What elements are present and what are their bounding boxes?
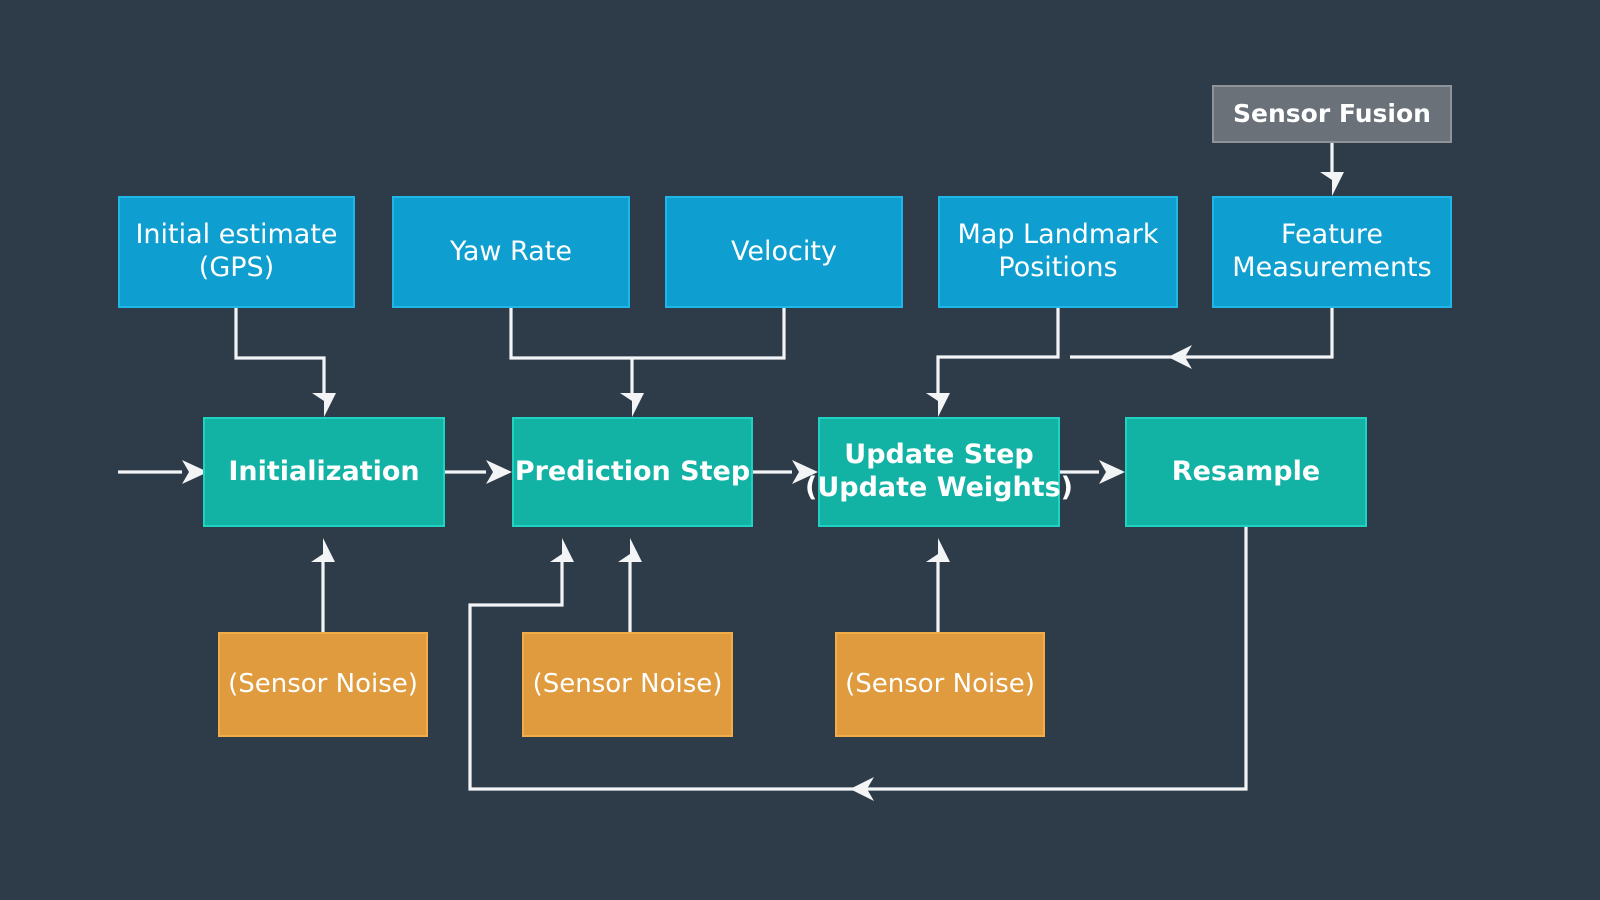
node-sensor-noise-prediction-label: (Sensor Noise)	[532, 668, 723, 699]
node-update-step[interactable]: Update Step (Update Weights)	[805, 417, 1073, 527]
node-sensor-noise-update[interactable]: (Sensor Noise)	[835, 632, 1045, 737]
node-sensor-noise-initialization-label: (Sensor Noise)	[228, 668, 418, 699]
connector-initial-estimate-to-initialization	[234, 308, 336, 417]
node-prediction-step-label: Prediction Step	[514, 455, 751, 487]
node-map-landmark-positions[interactable]: Map Landmark Positions	[938, 196, 1178, 308]
node-feature-measurements-label: Feature Measurements	[1232, 219, 1432, 283]
node-prediction-step[interactable]: Prediction Step	[512, 417, 753, 527]
node-sensor-noise-prediction[interactable]: (Sensor Noise)	[522, 632, 733, 737]
connector-sensor-fusion-to-feature-measurements	[1320, 143, 1344, 196]
node-velocity-label: Velocity	[731, 235, 837, 267]
node-initialization[interactable]: Initialization	[203, 417, 445, 527]
node-resample-label: Resample	[1171, 455, 1321, 487]
node-update-step-label: Update Step (Update Weights)	[805, 439, 1074, 503]
node-feature-measurements[interactable]: Feature Measurements	[1212, 196, 1452, 308]
node-initial-estimate-gps-label: Initial estimate (GPS)	[135, 219, 338, 283]
node-yaw-rate[interactable]: Yaw Rate	[392, 196, 630, 308]
connector-noise-to-initialization	[311, 538, 335, 632]
node-map-landmark-positions-label: Map Landmark Positions	[957, 219, 1159, 283]
connector-initialization-to-prediction	[445, 460, 512, 484]
connector-prediction-to-update	[753, 460, 818, 484]
connector-update-to-resample	[1060, 460, 1125, 484]
node-initialization-label: Initialization	[228, 455, 420, 487]
node-sensor-noise-initialization[interactable]: (Sensor Noise)	[218, 632, 428, 737]
connector-resample-feedback-to-prediction	[468, 527, 1248, 801]
connector-landmarks-features-to-update	[926, 308, 1334, 417]
connector-yaw-rate-velocity-to-prediction	[509, 308, 786, 417]
node-sensor-fusion-label: Sensor Fusion	[1233, 98, 1431, 128]
node-sensor-fusion[interactable]: Sensor Fusion	[1212, 85, 1452, 143]
node-sensor-noise-update-label: (Sensor Noise)	[845, 668, 1035, 699]
node-resample[interactable]: Resample	[1125, 417, 1367, 527]
connector-noise-to-prediction	[618, 538, 642, 632]
connector-entry-to-initialization	[118, 460, 208, 484]
node-velocity[interactable]: Velocity	[665, 196, 903, 308]
connector-noise-to-update	[926, 538, 950, 632]
node-initial-estimate-gps[interactable]: Initial estimate (GPS)	[118, 196, 355, 308]
node-yaw-rate-label: Yaw Rate	[450, 235, 572, 267]
